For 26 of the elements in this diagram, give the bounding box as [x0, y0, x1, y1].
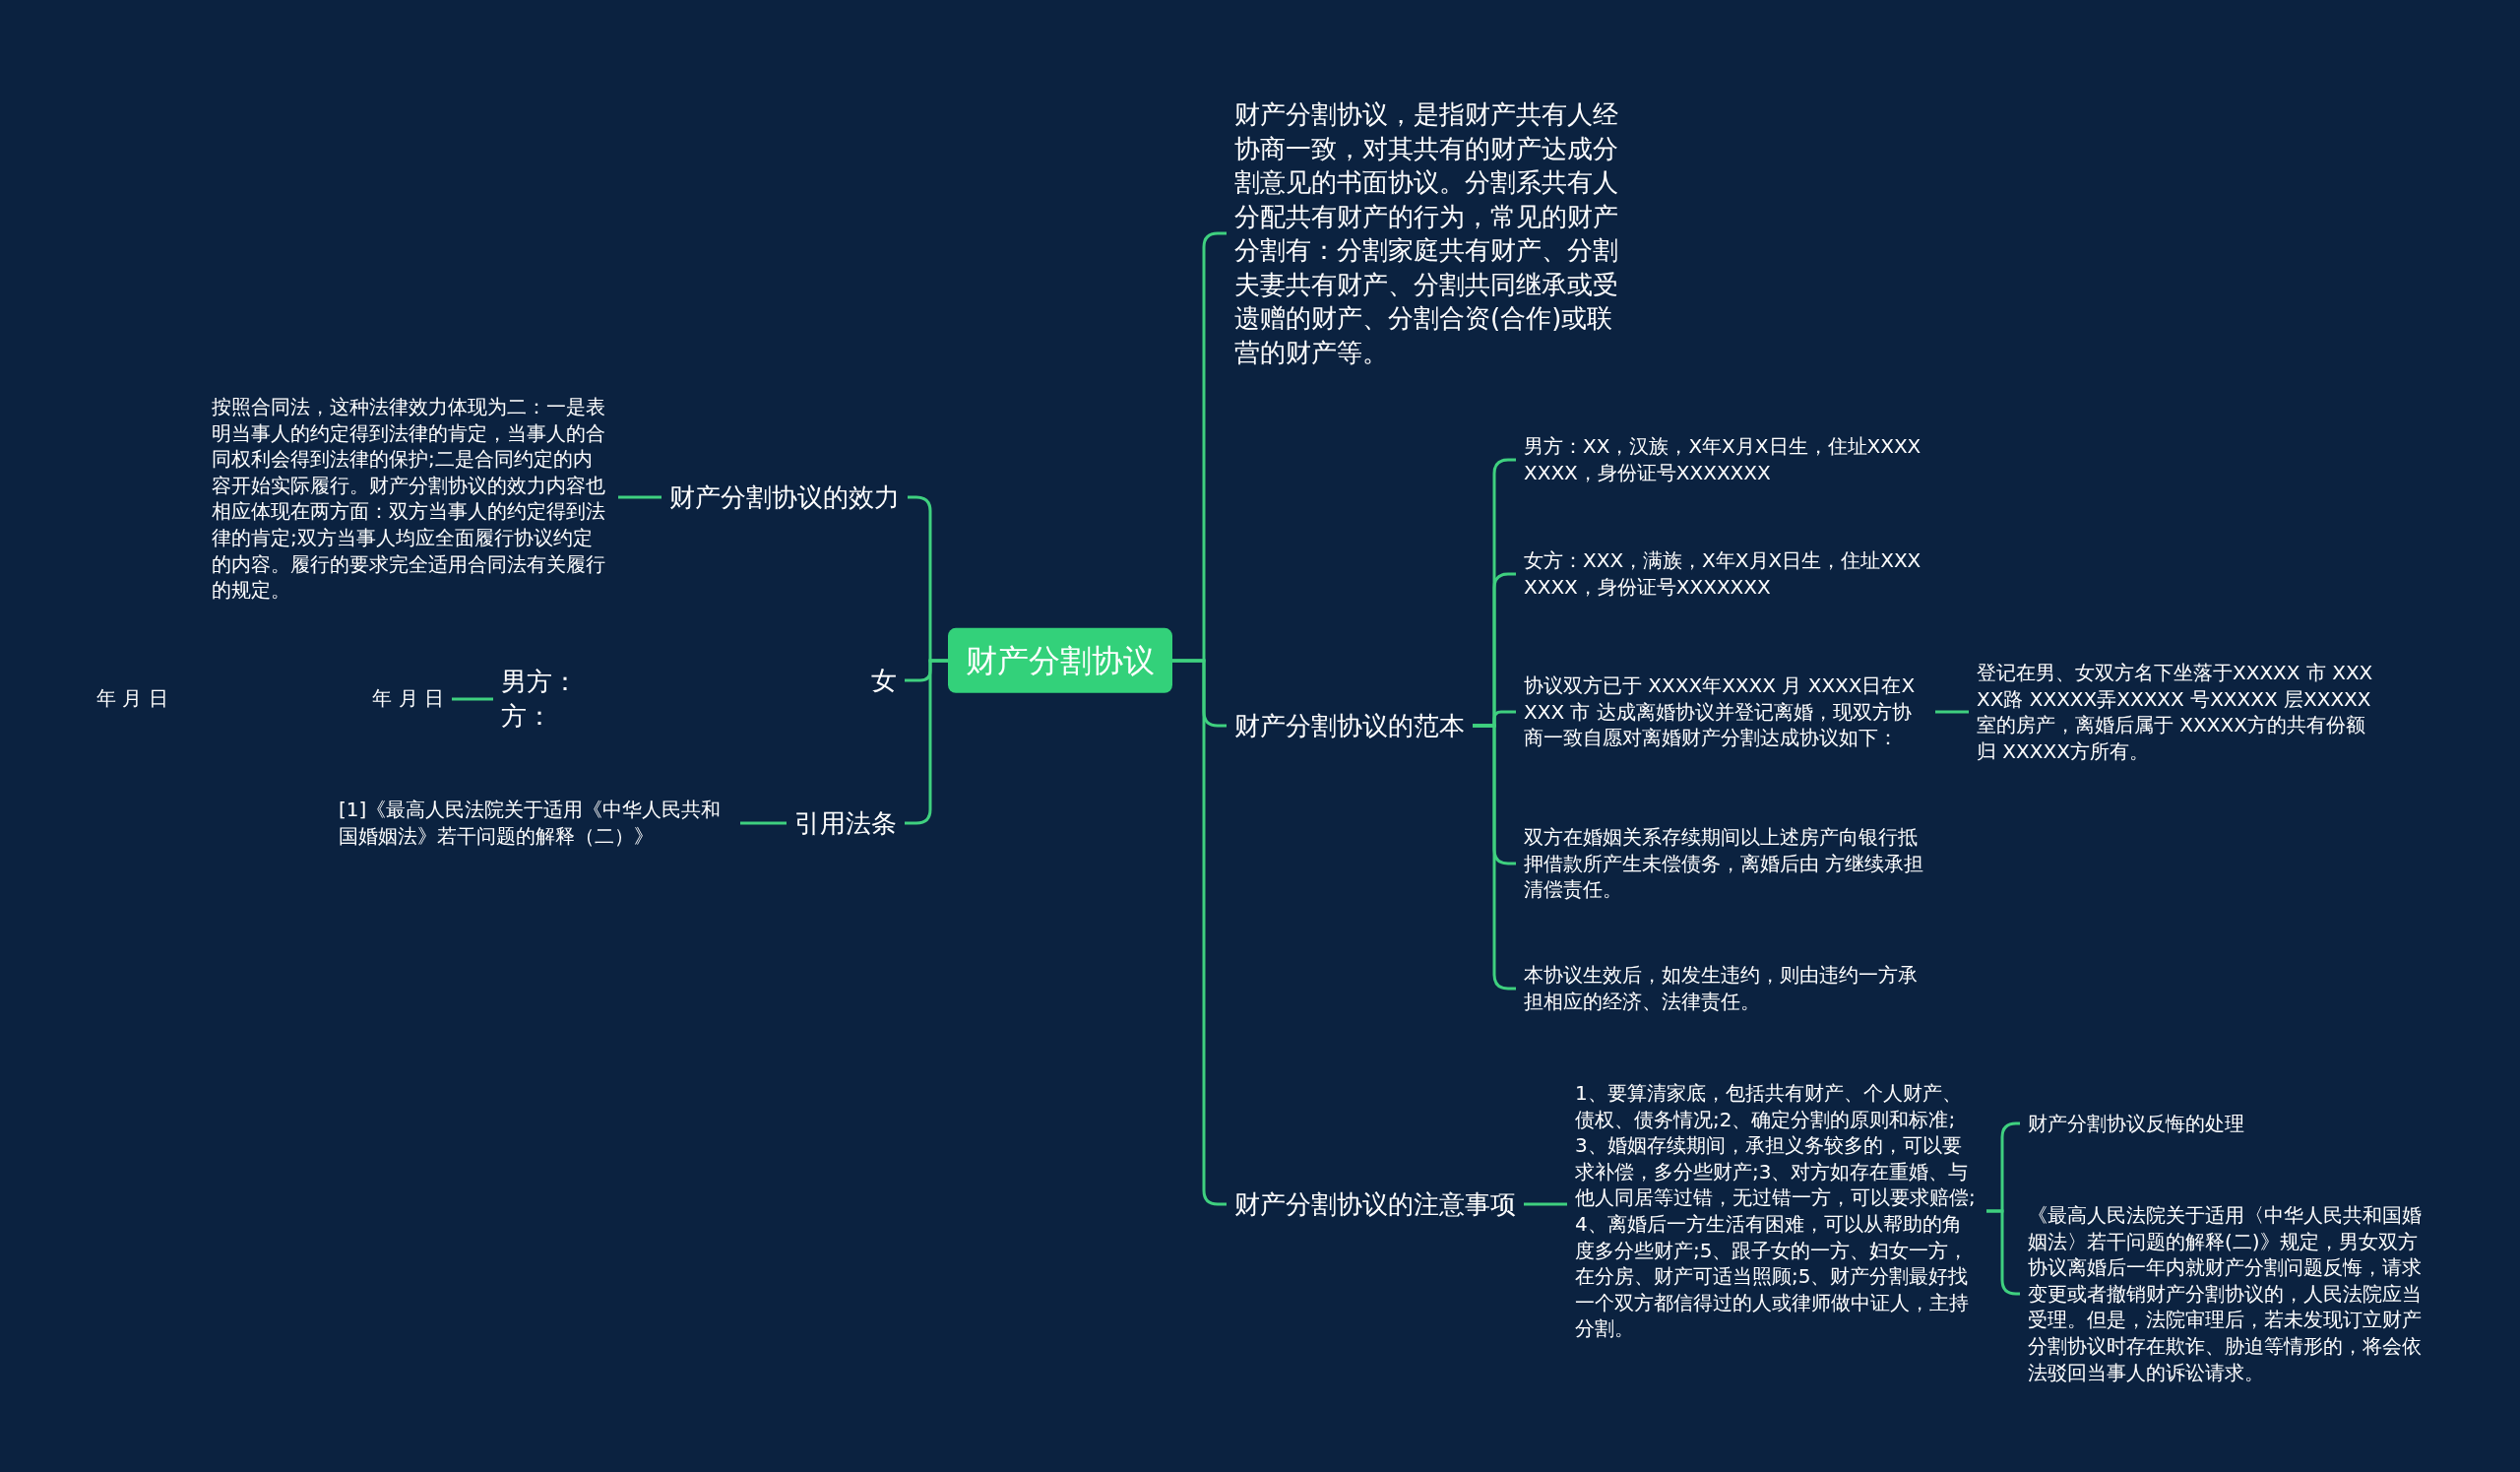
subtopic-text: 双方在婚姻关系存续期间以上述房产向银行抵押借款所产生未偿债务，离婚后由 方继续承担清偿责任。 — [1516, 824, 1935, 903]
subtopic-text: 按照合同法，这种法律效力体现为二：一是表明当事人的约定得到法律的肯定，当事人的合同权利会得到法律的保护;二是合同约定的内容开始实际履行。财产分割协议的效力内容也相应体现在两方面：双方当事人的约定得到法律的肯定;双方当事人均应全面履行协议约定的内容。履行的要求完全适用合同法有关履行的规定。 — [204, 393, 618, 604]
subtopic-text: [1]《最高人民法院关于适用《中华人民共和国婚姻法》若干问题的解释（二）》 — [331, 797, 740, 850]
topic-text: 女 — [863, 663, 905, 698]
connector-line — [618, 495, 662, 499]
subtopic-text: 登记在男、女双方名下坐落于XXXXX 市 XXXXX路 XXXXX弄XXXXX 号XXXXX 层XXXXX室的房产，离婚后属于 XXXXX方的共有份额归 XXXXX方所有。 — [1969, 659, 2388, 765]
topic-text: 财产分割协议，是指财产共有人经协商一致，对其共有的财产达成分割意见的书面协议。分割系共有人分配共有财产的行为，常见的财产分割有：分割家庭共有财产、分割夫妻共有财产、分割共同继承或受遗赠的财产、分割合资(合作)或联营的财产等。 — [1227, 96, 1632, 370]
subtopic-text: 《最高人民法院关于适用〈中华人民共和国婚姻法〉若干问题的解释(二)》规定，男女双方协议离婚后一年内就财产分割问题反悔，请求变更或者撤销财产分割协议的，人民法院应当受理。但是，法院审理后，若未发现订立财产分割协议时存在欺诈、胁迫等情形的，将会依法驳回当事人的诉讼请求。 — [2020, 1201, 2439, 1386]
topic-text: 财产分割协议的效力 — [662, 480, 908, 515]
connector-line — [1935, 710, 1969, 714]
subtopic-text: 男方：XX，汉族，X年X月X日生，住址XXXXXXXX，身份证号XXXXXXX — [1516, 433, 1935, 486]
topic-text: 财产分割协议的范本 — [1227, 708, 1473, 743]
subtopic-text: 财产分割协议反悔的处理 — [2020, 1110, 2252, 1137]
subtopic-text: 协议双方已于 XXXX年XXXX 月 XXXX日在XXXX 市 达成离婚协议并登记离婚，现双方协商一致自愿对离婚财产分割达成协议如下： — [1516, 672, 1935, 751]
topic-text: 引用法条 — [787, 805, 905, 841]
topic-text: 男方：方： — [493, 665, 590, 734]
subtopic-text: 女方：XXX，满族，X年X月X日生，住址XXXXXXX，身份证号XXXXXXX — [1516, 547, 1935, 601]
connector-line — [740, 821, 787, 825]
subtopic-text: 年 月 日 — [364, 684, 452, 712]
subtopic-text: 本协议生效后，如发生违约，则由违约一方承担相应的经济、法律责任。 — [1516, 962, 1935, 1015]
connector-line — [452, 697, 493, 701]
subtopic-text: 1、要算清家底，包括共有财产、个人财产、债权、债务情况;2、确定分割的原则和标准;3、婚姻存续期间，承担义务较多的，可以要求补偿，多分些财产;3、对方如存在重婚、与他人同居等过错，无过错一方，可以要求赔偿;4、离婚后一方生活有困难，可以从帮助的角度多分些财产;5、跟子女的一方、妇女一方，在分房、财产可适当照顾;5、财产分割最好找一个双方都信得过的人或律师做中证人，主持分割。 — [1567, 1080, 1986, 1342]
date-text: 年 月 日 — [95, 684, 169, 712]
connector-line — [1524, 1202, 1567, 1206]
central-topic: 财产分割协议 — [948, 627, 1172, 694]
topic-text: 财产分割协议的注意事项 — [1227, 1186, 1524, 1222]
